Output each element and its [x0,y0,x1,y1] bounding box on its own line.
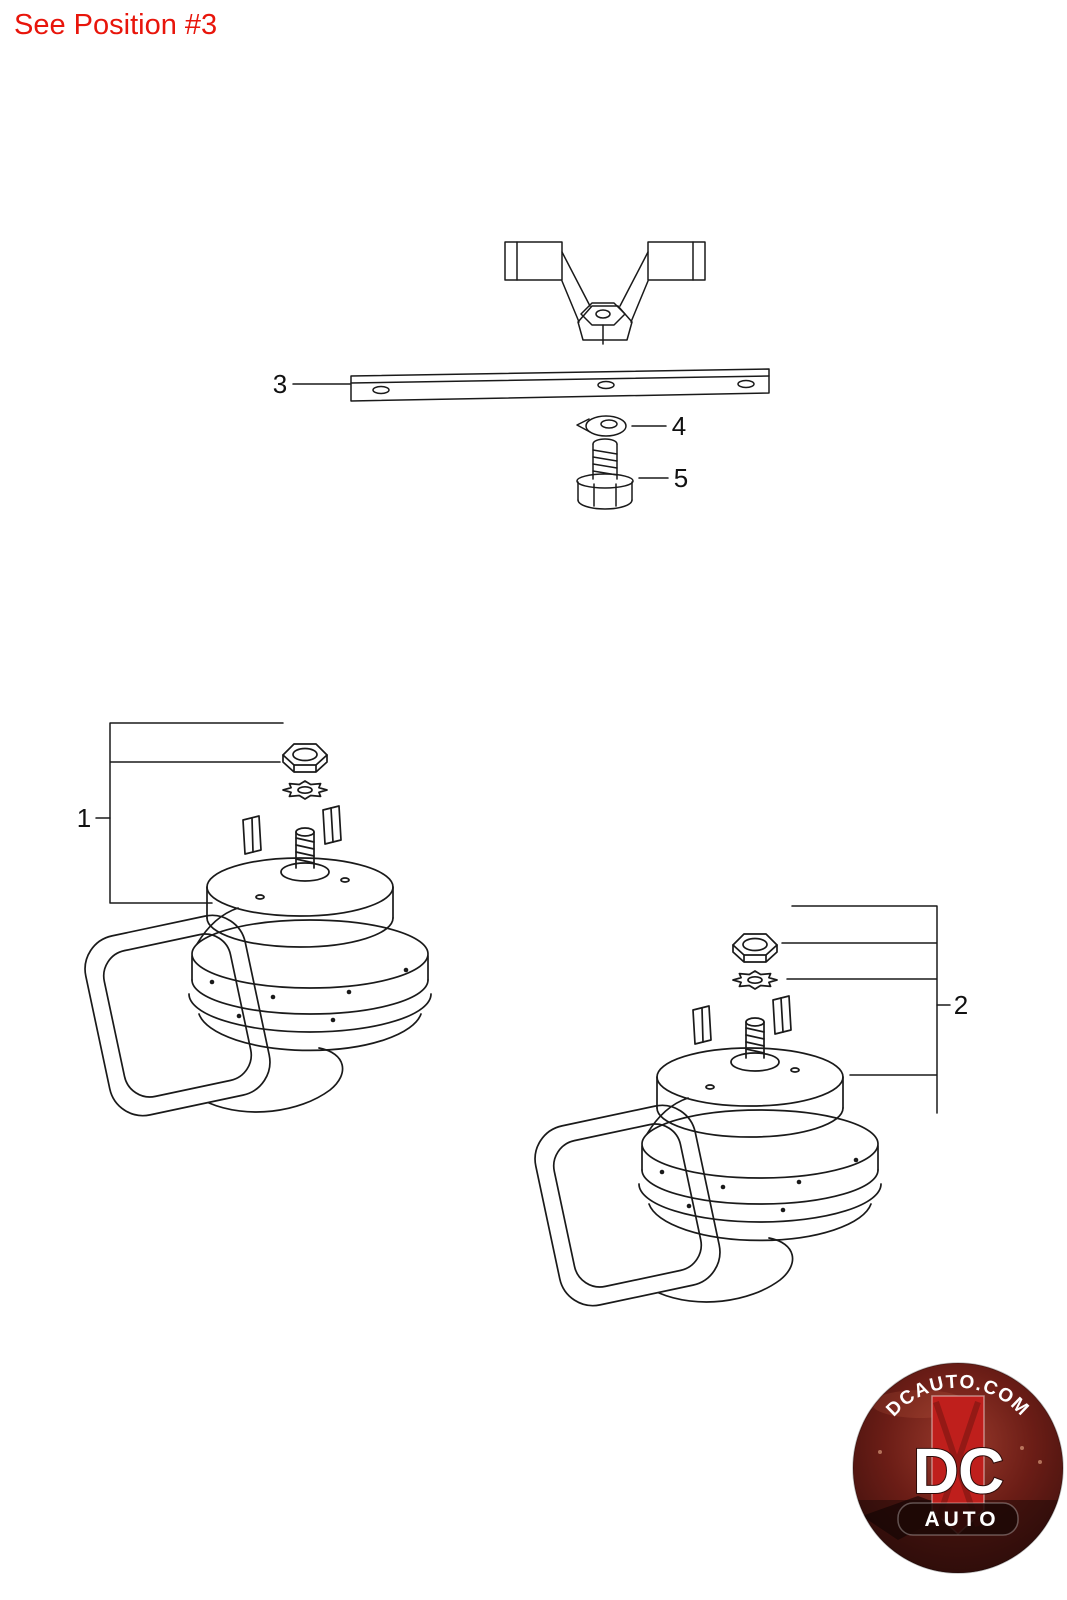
bracket-right-tab [647,241,706,281]
logo-rim [852,1362,1064,1574]
callout-1-label: 1 [77,803,91,833]
bracket-left-tab [504,241,563,281]
mounting-bracket-part [504,241,706,345]
callout-5: 5 [638,463,688,493]
hex-bolt-part [576,438,634,510]
callout-1: 1 [77,803,111,833]
position-note: See Position #3 [14,9,218,41]
logo-monogram: DC [913,1435,1003,1507]
bracket-plate [577,305,633,341]
callout-3-label: 3 [273,369,287,399]
bracket-nut [580,302,626,345]
mounting-bar-part [350,368,770,402]
bracket-right-strap [619,251,649,323]
bar-hole-right [737,379,755,389]
logo-auto-band [897,1502,1019,1536]
callout-3: 3 [273,369,351,399]
horn-assembly-2 [527,933,882,1313]
callout-2: 2 [936,990,968,1020]
callout-4-label: 4 [672,411,686,441]
callout-2-label: 2 [954,990,968,1020]
bar-hole-middle [597,380,615,390]
dimension-bracket-1 [109,722,284,904]
bracket-left-strap [561,251,591,323]
bar-hole-left [372,385,390,395]
spring-washer-part [576,415,627,437]
dcauto-logo: DC AUTO DCAUTO.COM [852,1362,1064,1574]
horn-assembly-1 [77,743,432,1123]
callout-4: 4 [631,411,686,441]
callout-5-label: 5 [674,463,688,493]
logo-sub-text: AUTO [924,1508,999,1531]
dimension-bracket-2 [781,905,938,1114]
